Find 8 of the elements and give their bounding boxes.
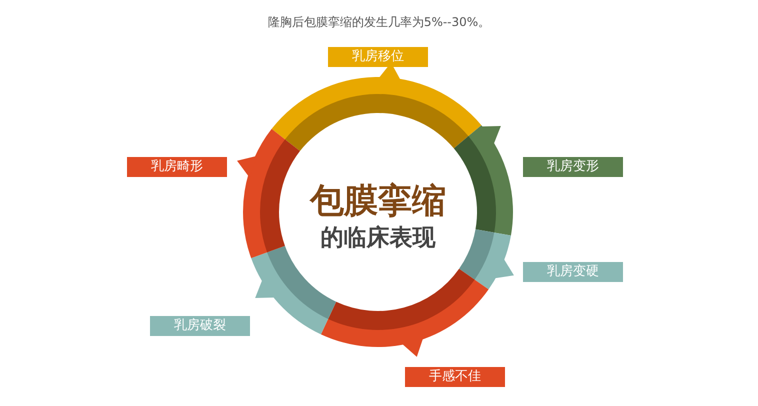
category-label: 乳房变硬 (523, 262, 623, 282)
category-label: 乳房畸形 (127, 157, 227, 177)
center-subheading: 的临床表现 (320, 224, 436, 253)
category-label: 乳房变形 (523, 157, 623, 177)
category-label: 手感不佳 (405, 367, 505, 387)
title: 隆胸后包膜挛缩的发生几率为5%--30%。 (266, 14, 492, 31)
category-label: 乳房破裂 (150, 316, 250, 336)
center-heading: 包膜挛缩 (308, 180, 447, 222)
